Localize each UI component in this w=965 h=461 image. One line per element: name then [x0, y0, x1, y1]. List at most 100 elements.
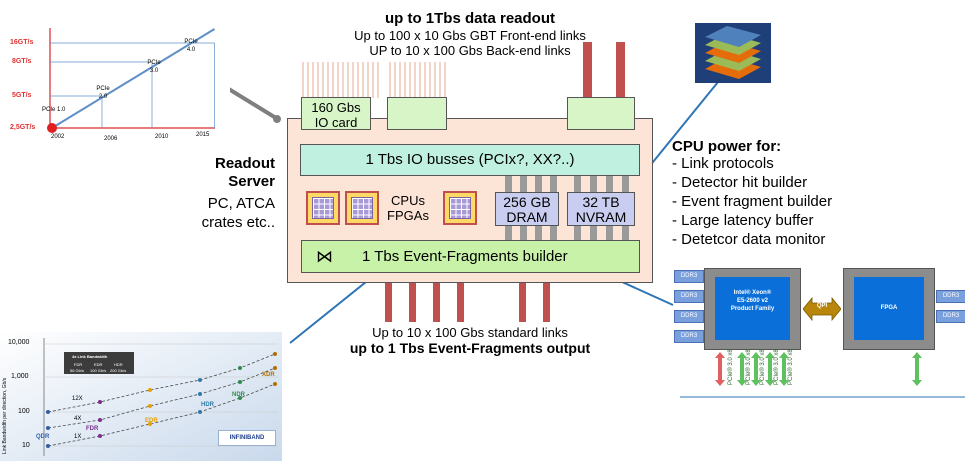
nvram-capacity: 32 TB: [582, 194, 620, 210]
fpga-label: FPGA: [880, 305, 898, 311]
back-end-io-card: [567, 97, 635, 130]
ib-series-label: EDR: [145, 418, 158, 424]
cpu-power-item: - Detetcor data monitor: [672, 231, 826, 248]
fpgas-text: FPGAs: [387, 208, 429, 223]
cpu-power-item: - Detector hit builder: [672, 174, 808, 191]
cpu-family: Product Family: [730, 306, 775, 312]
stack-layers: [705, 26, 761, 79]
ddr3-label: DDR3: [674, 310, 704, 323]
second-card-fibers: [389, 62, 446, 98]
cpu-power-item: - Link protocols: [672, 155, 774, 172]
builder-label: 1 Tbs Event-Fragments builder: [362, 248, 568, 265]
pcie-y-tick: 2,5GT/s: [10, 124, 36, 131]
qpi-label: QPI: [816, 303, 828, 309]
io-busses-bar: 1 Tbs IO busses (PCIx?, XX?..): [300, 144, 640, 176]
pcie-connector-dot: [273, 115, 281, 123]
ddr3-label: DDR3: [674, 330, 704, 343]
pcie-chart-svg: [0, 20, 230, 150]
pcie-y-tick: 16GT/s: [10, 39, 34, 46]
ib-data-point: [148, 422, 152, 426]
cpus-text: CPUs: [391, 193, 425, 208]
pcie-lane-arrow: [751, 352, 761, 386]
memory-stack-image: [695, 23, 771, 83]
header-back-end-links: UP to 10 x 100 Gbs Back-end links: [369, 43, 571, 58]
pcie-point-label: PCIe 3.0: [147, 60, 161, 74]
builder-join-icon: ⋈: [316, 247, 333, 266]
infiniband-logo: INFINIBAND: [218, 430, 276, 446]
ib-series-label: 12X: [72, 396, 83, 402]
readout-desc: PC, ATCA crates etc..: [180, 194, 275, 232]
cpu-name: Intel® Xeon®: [733, 290, 772, 296]
readout-desc-line1: PC, ATCA: [207, 195, 275, 212]
qpi-arrow: [803, 296, 841, 322]
cpu-power-item: - Event fragment builder: [672, 193, 833, 210]
footer-output: up to 1 Tbs Event-Fragments output: [349, 340, 591, 356]
ib-data-point: [98, 418, 102, 422]
fpga-chip: [443, 191, 477, 225]
pcie-point-label: PCIe 4.0: [184, 39, 198, 53]
ib-y-tick: 100: [18, 408, 30, 415]
ddr3-label: DDR3: [674, 290, 704, 303]
cpu-model: E5-2600 v2: [736, 298, 769, 304]
io-card: 160 Gbs IO card: [301, 97, 371, 130]
ib-data-point: [98, 400, 102, 404]
pcie-lane-arrow: [737, 352, 747, 386]
ib-legend-title: 4x Link Bandwidth: [72, 354, 108, 359]
dram-capacity: 256 GB: [503, 194, 551, 210]
ib-y-tick: 10: [22, 442, 30, 449]
fpga-package: FPGA: [843, 268, 935, 350]
header-title: up to 1Tbs data readout: [384, 10, 555, 27]
ib-legend-col: HDR: [114, 362, 123, 367]
io-card-fibers: [302, 62, 379, 98]
pcie-x-tick: 2006: [104, 136, 118, 142]
cpu-chip-2: [345, 191, 379, 225]
pcie-lane-label: PCIe® 3.0 x8: [728, 349, 734, 385]
output-links: [385, 272, 550, 322]
ib-series-1x: [47, 383, 276, 447]
ib-legend-val: 100 Gb/s: [90, 368, 107, 373]
ib-series-label: HDR: [201, 402, 214, 408]
infiniband-chart: 10,000 1,000 100 10 Link Bandwidth per d…: [0, 332, 282, 461]
ib-series-label: 1X: [74, 434, 82, 440]
cpu-power-title: CPU power for:: [672, 138, 782, 155]
cpu-red-arrow: [715, 352, 725, 386]
io-card-label: IO card: [314, 115, 358, 130]
ib-series-label: FDR: [86, 426, 99, 432]
pcie-lane-label: PCIe® 3.0 x8: [774, 349, 780, 385]
readout-desc-line2: crates etc..: [201, 214, 275, 231]
pcie-lane-label: PCIe® 3.0 x8: [746, 349, 752, 385]
ib-data-point: [238, 396, 242, 400]
ib-legend-val: 56 Gb/s: [70, 368, 85, 373]
io-card-capacity: 160 Gbs: [311, 100, 361, 115]
io-busses-label: 1 Tbs IO busses (PCIx?, XX?..): [365, 151, 575, 168]
nvram-label: NVRAM: [575, 209, 627, 225]
ib-data-point: [198, 410, 202, 414]
ib-data-point: [46, 444, 50, 448]
readout-title: Readout Server: [200, 155, 275, 191]
header-front-end-links: Up to 100 x 10 Gbs GBT Front-end links: [354, 28, 586, 43]
ib-legend-val: 200 Gb/s: [110, 368, 127, 373]
ib-series-4x: [47, 367, 276, 429]
cpu-chip-1: [306, 191, 340, 225]
cpu-die: Intel® Xeon® E5-2600 v2 Product Family: [715, 277, 790, 340]
ib-y-tick: 1,000: [11, 373, 29, 380]
ib-series-label: 4X: [74, 416, 82, 422]
cpu-power-item: - Large latency buffer: [672, 212, 814, 229]
ib-data-point: [198, 378, 202, 382]
ib-legend: 4x Link Bandwidth FDR EDR HDR 56 Gb/s 10…: [64, 352, 134, 374]
pcie-lane-arrows: [715, 352, 922, 386]
pcie-lane-arrow: [765, 352, 775, 386]
dram-box: 256 GB DRAM: [495, 192, 559, 226]
ib-series-label: XDR: [262, 372, 275, 378]
nvram-box: 32 TB NVRAM: [567, 192, 635, 226]
readout-title-line1: Readout: [215, 155, 275, 172]
pcie-trend-line: [51, 28, 216, 129]
ib-data-point: [273, 352, 277, 356]
ib-y-label: Link Bandwidth per direction, Gb/s: [2, 377, 8, 454]
ib-y-tick: 10,000: [8, 339, 30, 346]
cpus-label: CPUs FPGAs: [382, 193, 434, 223]
infiniband-logo-text: INFINIBAND: [229, 435, 265, 441]
pcie-x-tick: 2002: [51, 134, 65, 140]
ib-legend-col: EDR: [94, 362, 103, 367]
pcie-point-label: PCIe 2.0: [96, 86, 110, 100]
